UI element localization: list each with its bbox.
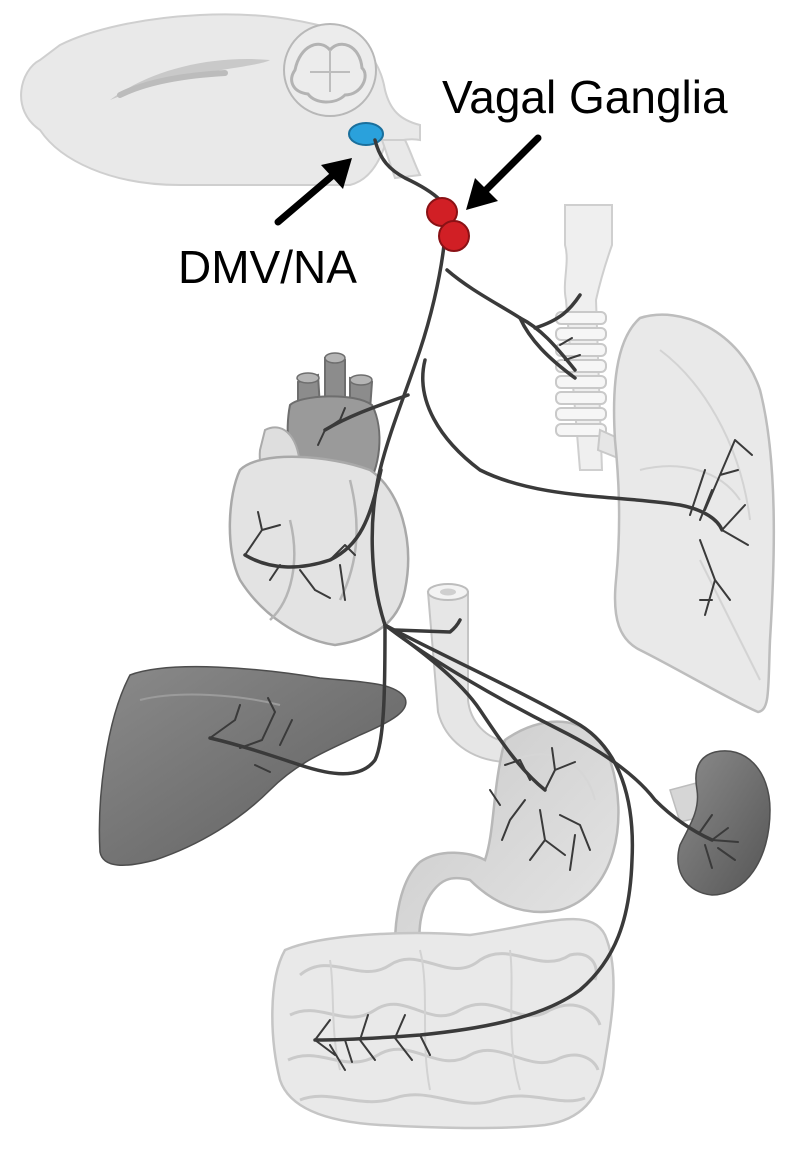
intestines <box>272 919 613 1128</box>
cerebellum <box>284 24 376 116</box>
vagal-ganglia <box>427 198 469 251</box>
liver <box>99 667 405 866</box>
dmv-na-nucleus <box>349 123 383 145</box>
dmv-na-label: DMV/NA <box>178 244 357 290</box>
vagal-ganglia-label: Vagal Ganglia <box>442 74 728 120</box>
lung <box>614 315 774 712</box>
vagal-ganglia-arrow <box>466 138 538 210</box>
heart <box>230 353 408 645</box>
